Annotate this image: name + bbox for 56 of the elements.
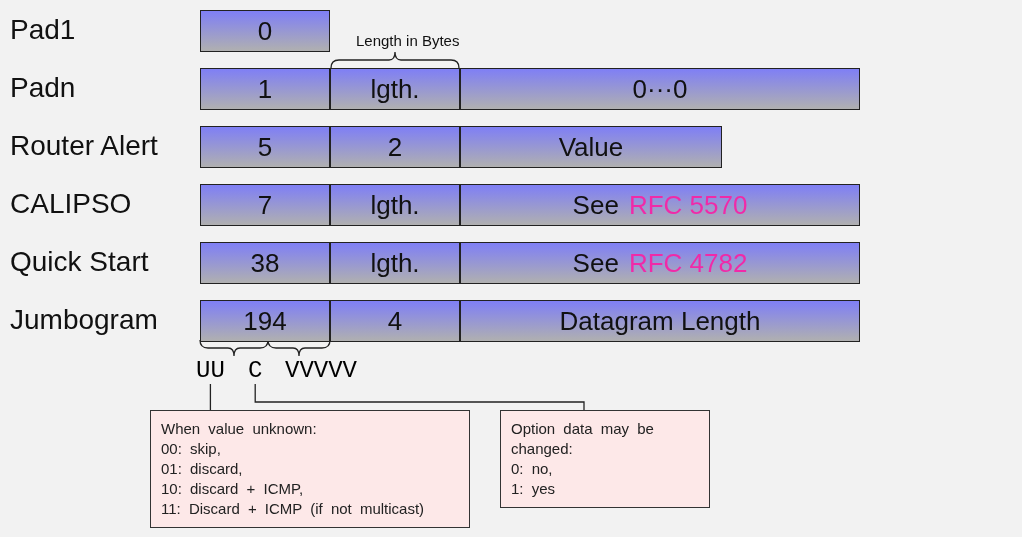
field-value: Value [558,131,624,163]
option-data-field [460,126,722,168]
option-type-field [200,184,330,226]
row-label: Router Alert [10,130,158,162]
leader-line [209,383,212,411]
field-value: 5 [257,131,273,163]
option-type-field [200,68,330,110]
row-label: Quick Start [10,246,149,278]
option-type-field [200,126,330,168]
callout-box [500,410,710,508]
option-type-field [200,10,330,52]
callout-box [150,410,470,528]
option-length-field [330,184,460,226]
callout-text: 01: discard, [161,459,244,479]
option-data-field [460,184,860,226]
option-type-field [200,242,330,284]
row-label: CALIPSO [10,188,132,220]
field-value: 1 [257,73,273,105]
callout-text: 00: skip, [161,439,222,459]
callout-text: 10: discard + ICMP, [161,479,305,499]
callout-text: 11: Discard + ICMP (if not multicast) [161,499,426,519]
row-label: Padn [10,72,76,104]
field-value: 4 [387,305,403,337]
callout-text: When value unknown: [161,419,318,439]
field-value: lgth. [370,247,420,279]
field-value: RFC 5570 [628,189,748,221]
field-value: lgth. [370,189,420,221]
field-value: See [572,247,619,279]
leader-line [254,383,585,411]
field-value: RFC 4782 [628,247,748,279]
option-length-field [330,300,460,342]
field-value: 194 [243,305,287,337]
field-value: lgth. [370,73,420,105]
option-length-field [330,68,460,110]
row-label: Pad1 [10,14,76,46]
field-value: 38 [250,247,280,279]
field-value: See [572,189,619,221]
option-data-field [460,68,860,110]
callout-text: Option data may be changed: [511,419,655,459]
field-value: 2 [387,131,403,163]
field-value: Datagram Length [559,305,761,337]
bit-flags-text: C [248,357,263,384]
option-length-field [330,242,460,284]
brace-label: Length in Bytes [356,32,460,49]
option-type-field [200,300,330,342]
option-data-field [460,300,860,342]
callout-text: 1: yes [511,479,557,499]
bit-flags-text: UU [196,357,225,384]
field-value: 0···0 [632,73,688,105]
field-value: 0 [257,15,273,47]
row-label: Jumbogram [10,304,158,336]
bit-field-text: VVVVV [285,357,357,384]
callout-text: 0: no, [511,459,554,479]
option-length-field [330,126,460,168]
field-value: 7 [257,189,273,221]
option-data-field [460,242,860,284]
